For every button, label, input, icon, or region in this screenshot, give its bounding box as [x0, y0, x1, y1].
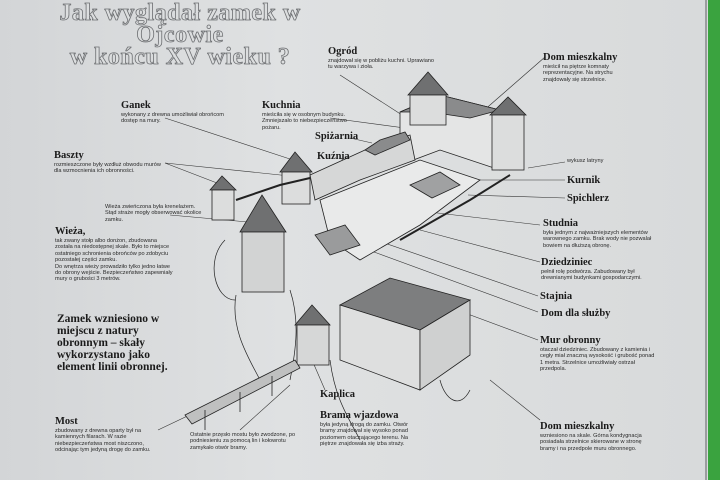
label-zamek: Zamek wzniesiono w miejscu z natury obro… [57, 313, 168, 373]
label-text: wykonany z drewna umożliwiał obrońcom do… [121, 112, 224, 125]
label-text: rozmieszczone były wzdłuż obwodu murów d… [54, 162, 161, 175]
label-heading: Baszty [54, 150, 84, 161]
label-text: mieściła się w osobnym budynku. Zmniejsz… [262, 112, 347, 131]
label-dom-dla-sluzby: Dom dla służby [541, 308, 611, 319]
label-heading: Brama wjazdowa [320, 410, 399, 421]
label-heading: Most [55, 416, 78, 427]
label-text: Do wnętrza wieży prowadziło tylko jedno … [55, 263, 173, 283]
label-heading: Ogród [328, 46, 358, 57]
label-kuznia: Kuźnia [317, 151, 350, 162]
label-wieza-note: Wieża zwieńczona była krenelażem. Stąd s… [105, 204, 202, 223]
label-text: wzniesiono na skale. Górna kondygnacja p… [540, 433, 642, 452]
label-studnia: Studnia była jednym z najważniejszych el… [543, 218, 663, 249]
label-mur-obronny: Mur obronny otaczał dziedziniec. Zbudowa… [540, 335, 658, 373]
label-dom-mieszkalny-bottom: Dom mieszkalny wzniesiono na skale. Górn… [540, 421, 652, 452]
title-line-1: Jak wyglądał zamek w Ojcowie [59, 0, 301, 48]
label-dom-mieszkalny-top: Dom mieszkalny mieścił na piętrze komnat… [543, 52, 623, 83]
label-kurnik: Kurnik [567, 175, 601, 186]
label-ganek: Ganek wykonany z drewna umożliwiał obroń… [121, 100, 241, 125]
label-text: pełnił rolę podwórza. Zabudowany był dre… [541, 269, 642, 282]
label-text: znajdował się w pobliżu kuchni. Uprawian… [328, 58, 435, 71]
label-heading: Dom mieszkalny [540, 421, 615, 432]
castle-drawing [184, 71, 527, 441]
label-spichlerz: Spichlerz [567, 193, 609, 204]
label-baszty: Baszty rozmieszczone były wzdłuż obwodu … [54, 150, 169, 175]
label-wieza: Wieża, tak zwany stołp albo donżon, zbud… [55, 226, 173, 283]
label-heading: Kuchnia [262, 100, 301, 111]
label-spizarnia: Spiżarnia [315, 131, 359, 142]
label-brama-wjazdowa: Brama wjazdowa była jedyną drogą do zamk… [320, 410, 420, 448]
label-text: była jednym z najważniejszych elementów … [543, 230, 652, 249]
label-heading: Dom mieszkalny [543, 52, 618, 63]
label-heading: Ganek [121, 100, 151, 111]
label-ogrod: Ogród znajdował się w pobliżu kuchni. Up… [328, 46, 438, 71]
label-kaplica: Kaplica [320, 389, 356, 400]
board-title: Jak wyglądał zamek w Ojcowie w końcu XV … [20, 0, 340, 70]
label-text: była jedyną drogą do zamku. Otwór bramy … [320, 422, 408, 448]
label-heading: Wieża, [55, 226, 86, 237]
label-heading: Dziedziniec [541, 257, 593, 268]
label-przeslo: Ostatnie przęsło mostu było zwodzone, po… [190, 432, 296, 451]
title-line-2: w końcu XV wieku ? [69, 44, 291, 70]
board-edge [705, 0, 707, 480]
green-frame [708, 0, 720, 480]
label-wykusz: wykusz latryny [567, 158, 604, 164]
leader-lines [157, 56, 566, 431]
label-stajnia: Stajnia [540, 291, 573, 302]
label-dziedziniec: Dziedziniec pełnił rolę podwórza. Zabudo… [541, 257, 656, 282]
label-kuchnia: Kuchnia mieściła się w osobnym budynku. … [262, 100, 356, 131]
label-most: Most zbudowany z drewna oparty był na ka… [55, 416, 160, 454]
label-text: otaczał dziedziniec. Zbudowany z kamieni… [540, 347, 655, 373]
label-text: tak zwany stołp albo donżon, zbudowana z… [55, 238, 170, 264]
label-heading: Mur obronny [540, 335, 601, 346]
label-heading: Studnia [543, 218, 579, 229]
label-text: zbudowany z drewna oparty był na kamienn… [55, 428, 151, 454]
label-text: mieścił na piętrze komnaty reprezentacyj… [543, 64, 613, 83]
